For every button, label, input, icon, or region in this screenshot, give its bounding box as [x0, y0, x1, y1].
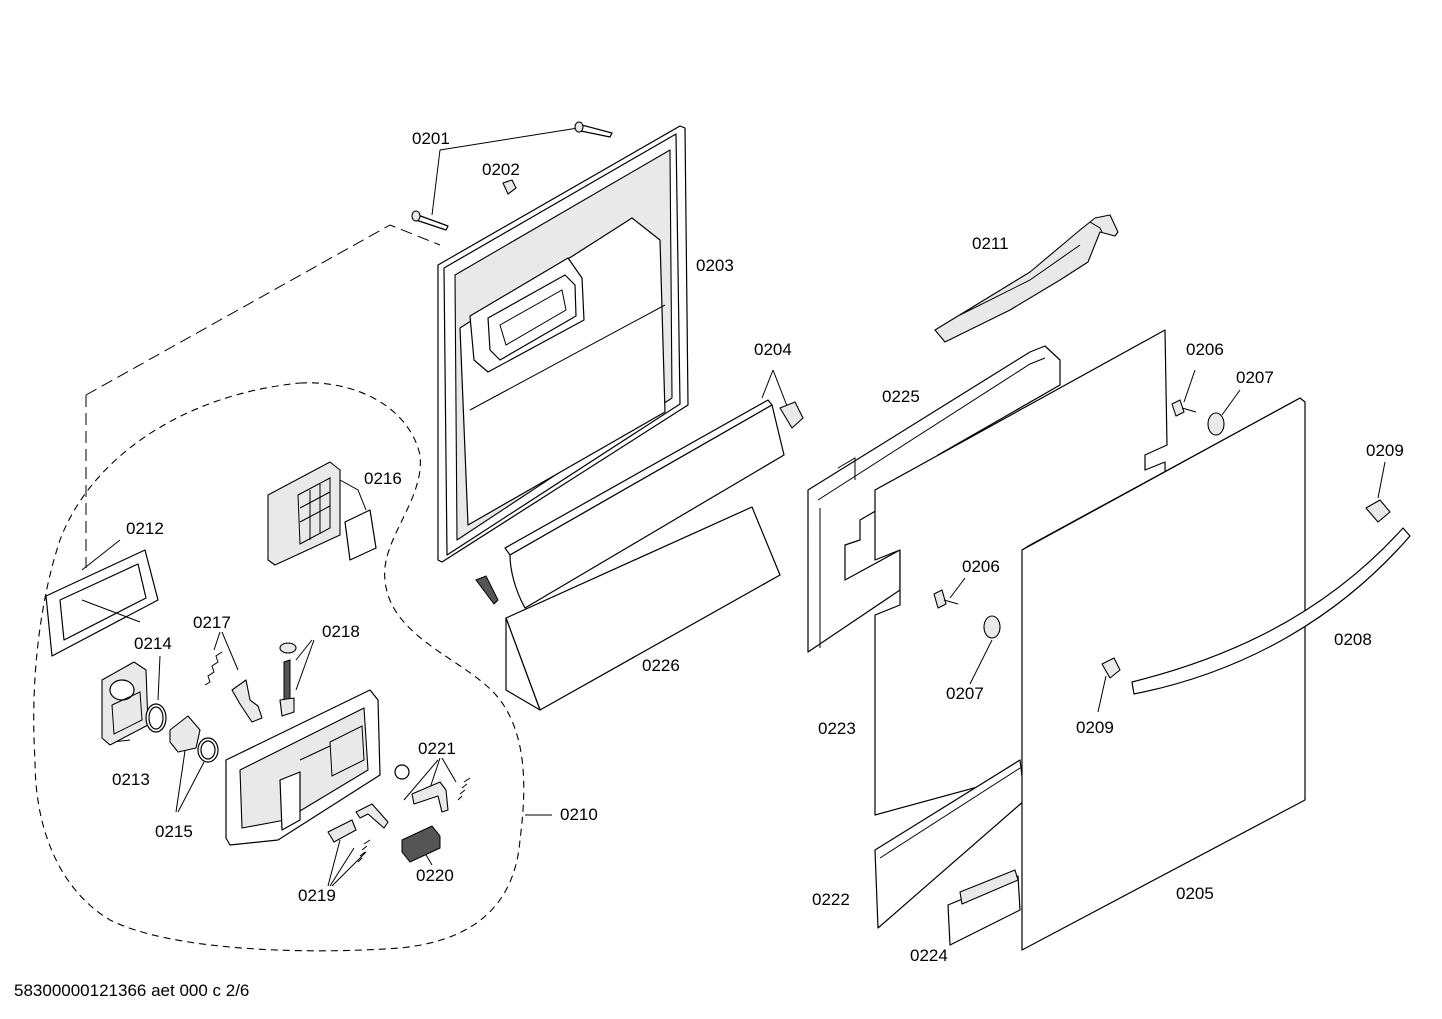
part-0217-spring-lever [204, 631, 263, 723]
part-0216-filter-cover [267, 461, 377, 566]
part-0221-levers [403, 757, 471, 813]
label-0201: 0201 [412, 129, 450, 148]
part-0219-springs [327, 803, 389, 887]
part-0203-inner-door [437, 125, 689, 563]
label-0206-lower: 0206 [962, 557, 1000, 576]
label-0205: 0205 [1176, 884, 1214, 903]
label-0210: 0210 [560, 805, 598, 824]
label-0208: 0208 [1334, 630, 1372, 649]
label-0226: 0226 [642, 656, 680, 675]
part-0211-hinge-bracket [934, 214, 1119, 343]
part-0207-washer-lower [969, 615, 1001, 685]
part-0206-screw-upper [1171, 369, 1197, 417]
label-0224: 0224 [910, 946, 948, 965]
part-labels: 0201 0202 0203 0204 0211 0206 0207 0225 … [112, 129, 1404, 965]
label-0222: 0222 [812, 890, 850, 909]
label-0225: 0225 [882, 387, 920, 406]
part-0204-seal-rail [475, 369, 804, 609]
part-0225-door-frame [807, 345, 1061, 653]
label-0207-lower: 0207 [946, 684, 984, 703]
label-0219: 0219 [298, 886, 336, 905]
label-0215: 0215 [155, 822, 193, 841]
part-0224-bottom-trim [947, 869, 1021, 946]
label-0218: 0218 [322, 622, 360, 641]
label-0204: 0204 [754, 340, 792, 359]
part-0209-cap-lower [1097, 657, 1121, 713]
label-0211: 0211 [972, 234, 1009, 253]
label-0213: 0213 [112, 770, 150, 789]
label-0221: 0221 [418, 739, 456, 758]
assembly-0210-boundary [33, 382, 525, 952]
label-0212: 0212 [126, 519, 164, 538]
part-0208-handle [1131, 527, 1411, 695]
part-0202-clip [502, 179, 517, 195]
part-0226-kick-plate [505, 506, 781, 711]
label-0216: 0216 [364, 469, 402, 488]
part-0218-pin [279, 639, 315, 717]
label-0209-upper: 0209 [1366, 441, 1404, 460]
label-0203: 0203 [696, 256, 734, 275]
part-0207-washer-upper [1207, 389, 1241, 436]
part-0209-cap-upper [1365, 461, 1391, 523]
part-0212-seal-frame [45, 539, 159, 657]
part-0220-switch-block [401, 825, 441, 866]
label-0207-upper: 0207 [1236, 368, 1274, 387]
part-0213-dispenser-lid [101, 661, 149, 746]
label-0220: 0220 [416, 866, 454, 885]
part-0206-screw-lower [933, 577, 966, 609]
label-0206-upper: 0206 [1186, 340, 1224, 359]
drawing-reference-footer: 58300000121366 aet 000 c 2/6 [14, 981, 250, 1000]
assembly-guide-line [85, 224, 441, 396]
label-0217: 0217 [193, 613, 231, 632]
label-0223: 0223 [818, 719, 856, 738]
label-0209-lower: 0209 [1076, 718, 1114, 737]
part-0201-screws [411, 121, 613, 231]
label-0202: 0202 [482, 160, 520, 179]
part-0214-gasket [145, 655, 167, 733]
part-0210-dispenser-housing [225, 689, 552, 846]
label-0214: 0214 [134, 634, 172, 653]
part-0215-rings [169, 715, 219, 813]
